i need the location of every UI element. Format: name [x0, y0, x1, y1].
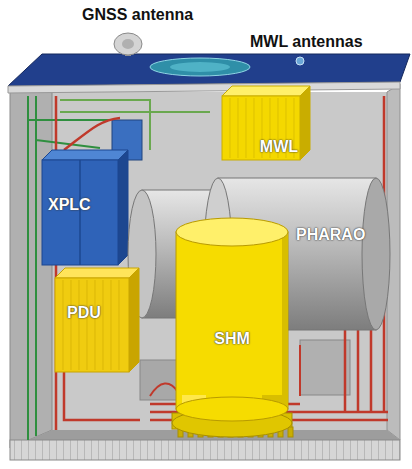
component-label: PHARAO [296, 226, 365, 244]
component-label: MWL [260, 138, 298, 156]
part-label: GNSS antenna [82, 6, 193, 24]
component-label: PDU [67, 304, 101, 322]
component-label: SHM [214, 330, 250, 348]
component-box: SHM [172, 218, 292, 443]
component-box: PDU [55, 268, 139, 372]
component-box: MWL [222, 86, 310, 160]
part-label: MWL antennas [250, 33, 363, 51]
component-label: XPLC [48, 196, 91, 214]
component-box: XPLC [42, 150, 128, 265]
